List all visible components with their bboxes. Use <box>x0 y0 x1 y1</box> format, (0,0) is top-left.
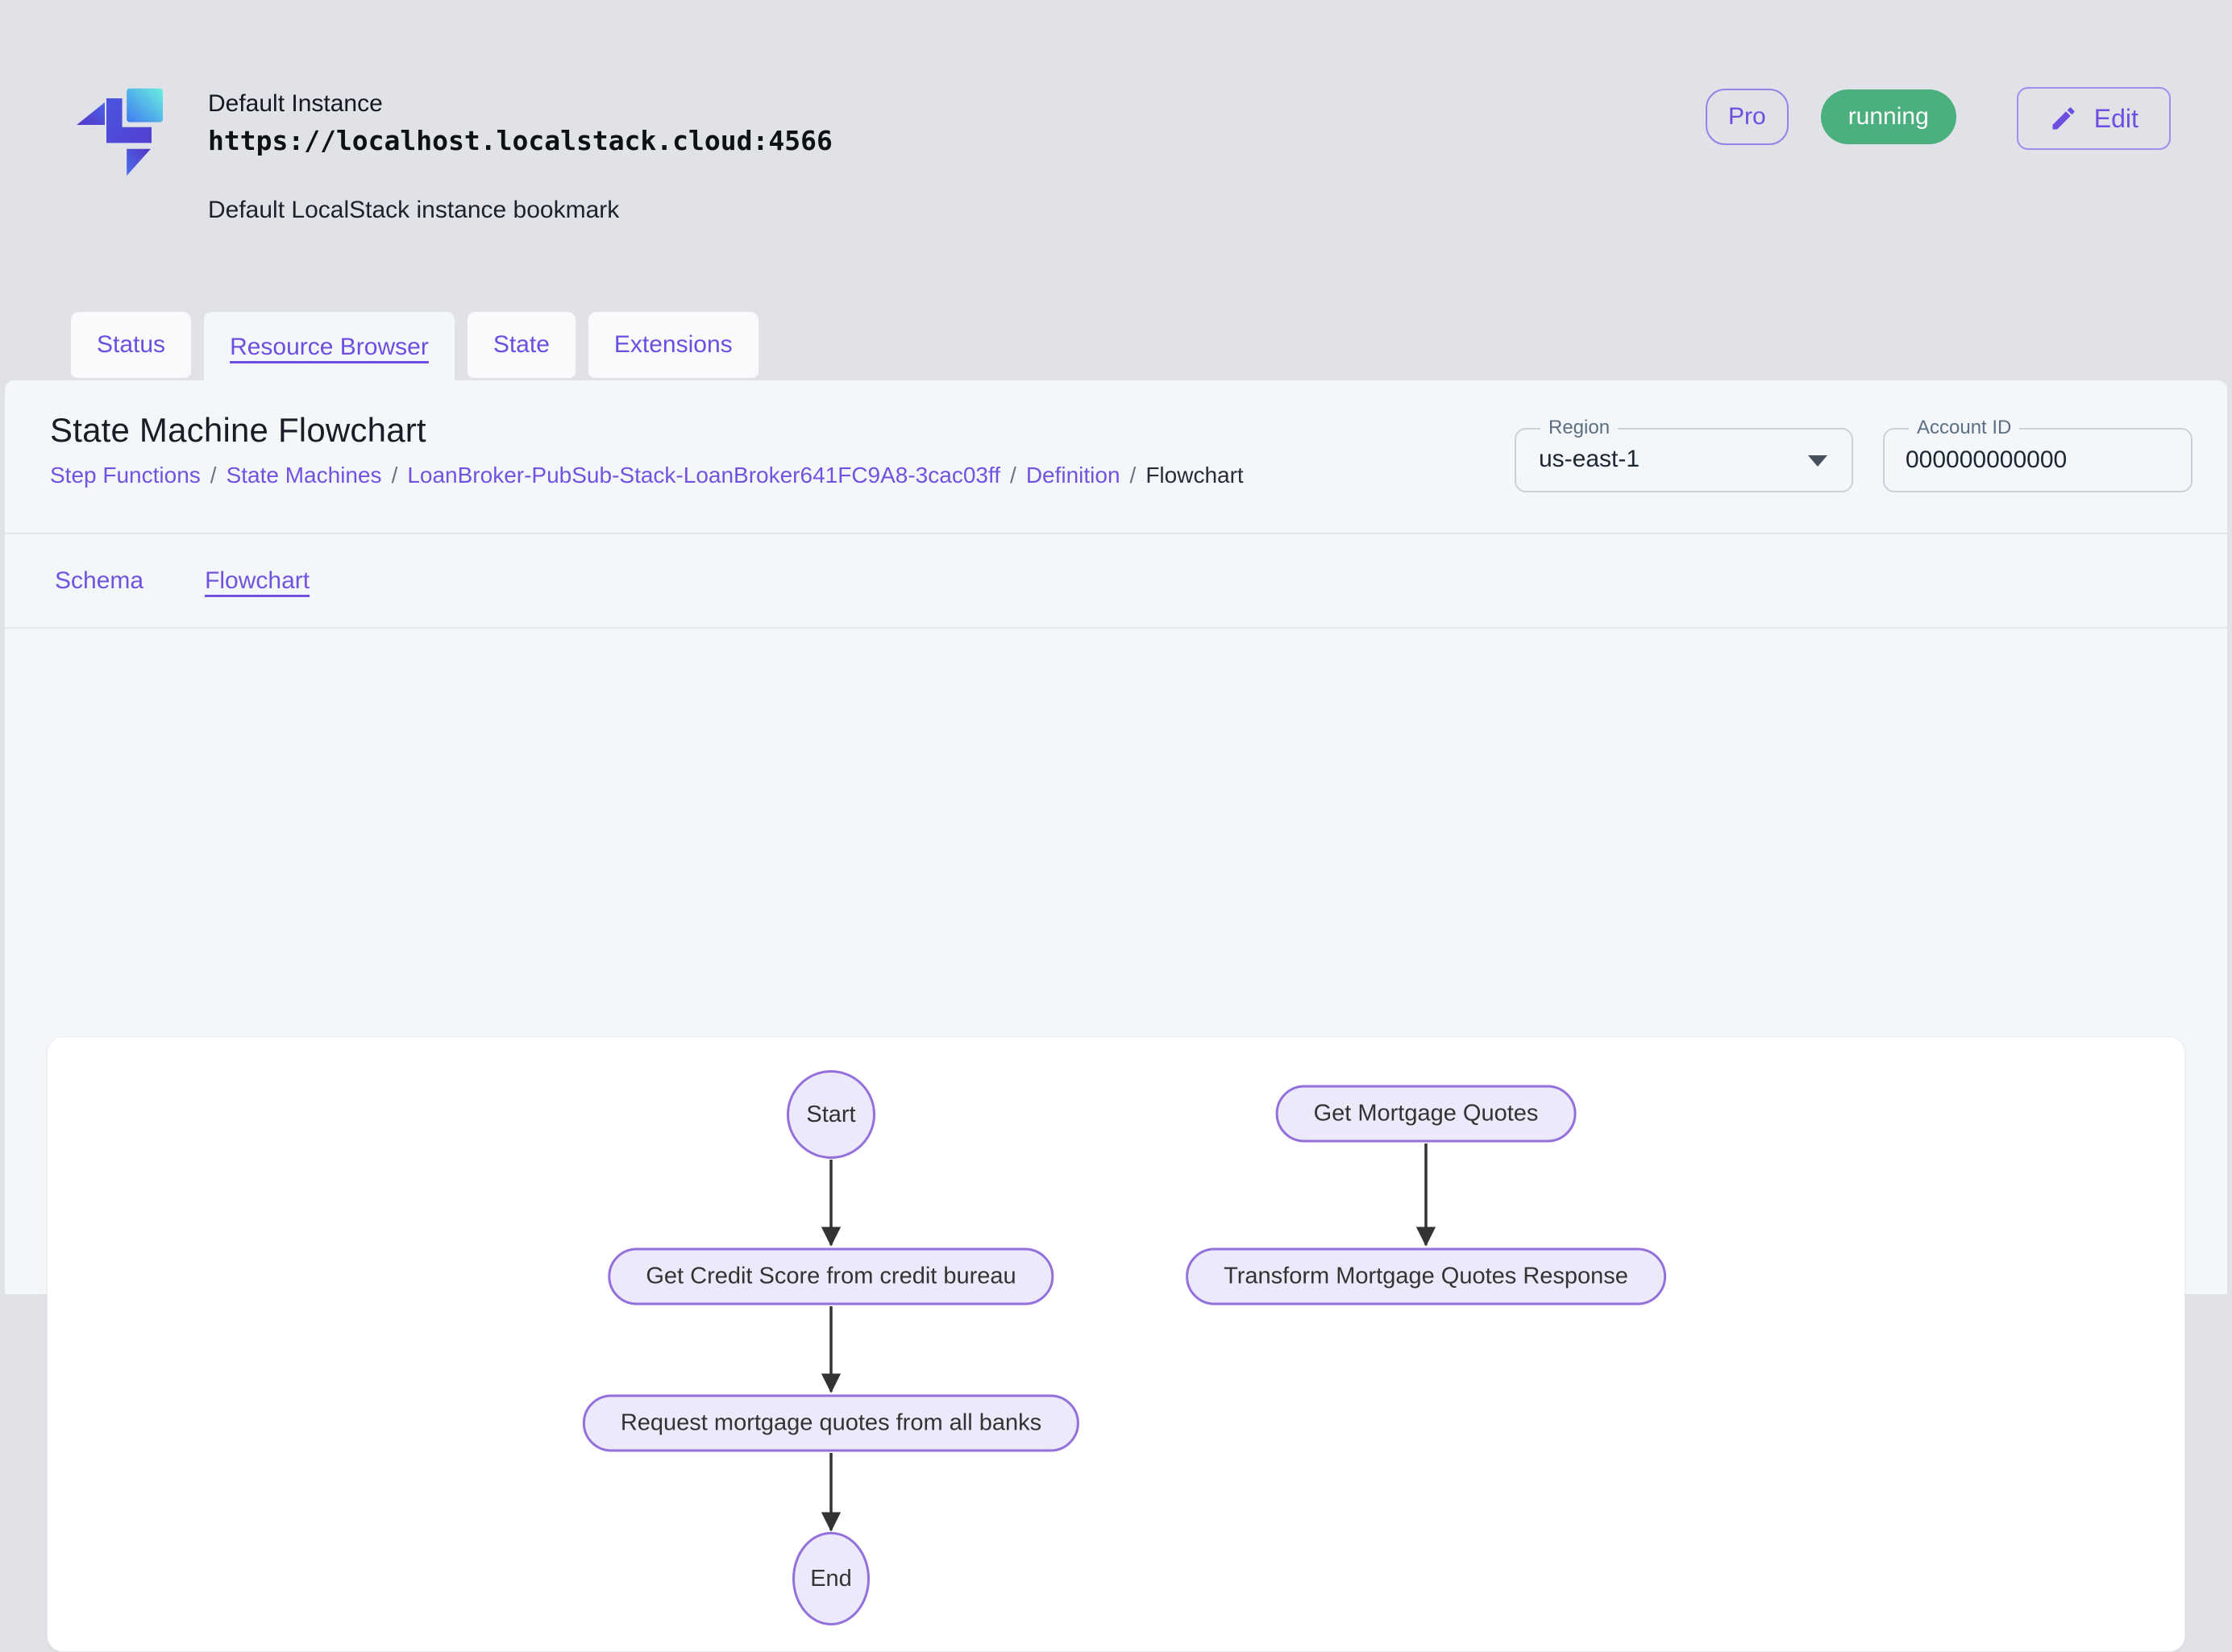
content-panel: State Machine Flowchart Step Functions /… <box>5 380 2227 1652</box>
breadcrumb: Step Functions / State Machines / LoanBr… <box>50 463 2227 488</box>
flow-node-get-mortgage-quotes: Get Mortgage Quotes <box>1275 1085 1577 1143</box>
breadcrumb-flowchart: Flowchart <box>1145 463 1244 488</box>
chevron-down-icon <box>1808 455 1827 467</box>
breadcrumb-step-functions[interactable]: Step Functions <box>50 463 201 488</box>
breadcrumb-state-machine-name[interactable]: LoanBroker-PubSub-Stack-LoanBroker641FC9… <box>407 463 1001 488</box>
flow-node-request-mortgage-quotes: Request mortgage quotes from all banks <box>582 1394 1080 1452</box>
definition-subtabs: Schema Flowchart <box>5 534 2227 629</box>
edit-button[interactable]: Edit <box>2016 87 2171 150</box>
edit-button-label: Edit <box>2093 103 2138 133</box>
tab-status[interactable]: Status <box>71 312 192 378</box>
region-value: us-east-1 <box>1539 446 1640 472</box>
instance-name: Default Instance <box>208 90 383 117</box>
flow-node-get-credit-score: Get Credit Score from credit bureau <box>608 1247 1054 1305</box>
status-badge: running <box>1820 89 1956 144</box>
page-title: State Machine Flowchart <box>50 411 426 449</box>
localstack-logo <box>77 88 163 176</box>
title-section: State Machine Flowchart Step Functions /… <box>5 380 2227 534</box>
breadcrumb-separator: / <box>1010 463 1016 488</box>
main-tab-bar: Status Resource Browser State Extensions <box>71 312 771 383</box>
pencil-icon <box>2052 107 2075 130</box>
state-machine-flowchart: Start Get Mortgage Quotes Get Credit Sco… <box>48 1037 2184 1651</box>
region-select[interactable]: Region us-east-1 <box>1515 417 1853 492</box>
flowchart-card: Start Get Mortgage Quotes Get Credit Sco… <box>47 1036 2185 1652</box>
account-id-field: Account ID <box>1883 417 2193 492</box>
region-label: Region <box>1540 417 1619 438</box>
pro-badge: Pro <box>1706 89 1789 145</box>
breadcrumb-separator: / <box>210 463 217 488</box>
instance-url: https://localhost.localstack.cloud:4566 <box>208 125 833 156</box>
flow-node-end: End <box>792 1532 870 1625</box>
breadcrumb-separator: / <box>391 463 398 488</box>
instance-description: Default LocalStack instance bookmark <box>208 197 620 223</box>
subtab-schema[interactable]: Schema <box>55 567 144 594</box>
account-id-input[interactable] <box>1906 433 2172 488</box>
instance-header: Default Instance https://localhost.local… <box>208 89 833 226</box>
tab-extensions[interactable]: Extensions <box>588 312 759 378</box>
tab-resource-browser[interactable]: Resource Browser <box>204 312 455 383</box>
breadcrumb-definition[interactable]: Definition <box>1025 463 1120 488</box>
flow-node-transform-mortgage-quotes: Transform Mortgage Quotes Response <box>1186 1247 1666 1305</box>
header-badges: Pro running Edit <box>1706 87 2171 150</box>
breadcrumb-separator: / <box>1129 463 1137 488</box>
tab-state[interactable]: State <box>467 312 576 378</box>
flowchart-edges <box>821 1144 1436 1532</box>
breadcrumb-state-machines[interactable]: State Machines <box>226 463 382 488</box>
subtab-flowchart[interactable]: Flowchart <box>205 567 310 594</box>
flow-node-start: Start <box>787 1070 875 1159</box>
